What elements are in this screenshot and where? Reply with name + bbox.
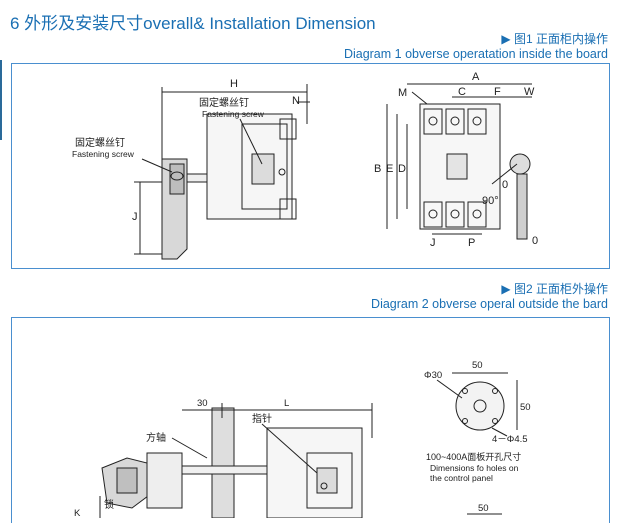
dim-D-label: D	[398, 163, 406, 175]
dim-M-label: M	[398, 87, 407, 99]
diagram2-caption-en: Diagram 2 obverse operal outside the bar…	[371, 297, 608, 311]
lock-label: 锁	[104, 498, 114, 511]
diagram2-caption-cn: ▶ 图2 正面柜外操作	[501, 282, 608, 296]
hole-50-side-label: 50	[520, 402, 531, 413]
dim-B-label: B	[374, 163, 381, 175]
shaft-label: 方轴	[146, 431, 166, 444]
dim-50-bottom-label: 50	[478, 503, 489, 514]
diagram1-panel: H N J 固定螺丝钉 Fastening screw 固定螺丝钉 Fasten…	[11, 63, 610, 269]
dim-H-label: H	[230, 78, 238, 90]
pointer-label: 指针	[252, 412, 272, 425]
dim-J-front-label: J	[430, 237, 436, 249]
diagram1-caption-en: Diagram 1 obverse operatation inside the…	[343, 47, 608, 61]
diagram2-drawing: 30 L 指针 方轴 锁 K Φ30 50 50 4－Φ4.5 100~400A…	[74, 360, 531, 519]
section-title: 6 外形及安装尺寸overall& Installation Dimension	[10, 14, 376, 33]
dim-0-right-label: 0	[502, 179, 508, 191]
hole-50-top-label: 50	[472, 360, 483, 371]
hole-4phi-label: 4－Φ4.5	[492, 434, 528, 445]
dim-A-label: A	[472, 71, 480, 83]
dim-L-label: L	[284, 398, 289, 409]
dim-C-label: C	[458, 86, 466, 98]
dim-P-label: P	[468, 237, 475, 249]
dim-J-side-label: J	[132, 211, 138, 223]
dim-N-label: N	[292, 95, 300, 107]
dim-W-label: W	[524, 86, 535, 98]
hole-note-en1: Dimensions fo holes on	[430, 463, 519, 473]
diagram1-drawing: H N J 固定螺丝钉 Fastening screw 固定螺丝钉 Fasten…	[72, 71, 538, 260]
dim-F-label: F	[494, 86, 501, 98]
diagram2-caption: ▶ 图2 正面柜外操作 Diagram 2 obverse operal out…	[371, 280, 608, 311]
diagram2-panel: 30 L 指针 方轴 锁 K Φ30 50 50 4－Φ4.5 100~400A…	[11, 317, 610, 523]
hole-note-cn: 100~400A面板开孔尺寸	[426, 451, 521, 462]
hole-note-en2: the control panel	[430, 473, 493, 483]
fastening-screw-en-left: Fastening screw	[72, 149, 135, 159]
dim-K-label: K	[74, 508, 81, 518]
hole-phi30-label: Φ30	[424, 370, 442, 381]
page-edge-mark	[0, 60, 6, 140]
fastening-screw-en-top: Fastening screw	[202, 109, 265, 119]
dim-30-label: 30	[197, 398, 208, 409]
fastening-screw-cn-left: 固定螺丝钉	[75, 136, 125, 149]
dim-0-bottom-label: 0	[532, 235, 538, 247]
diagram1-caption: ▶ 图1 正面柜内操作 Diagram 1 obverse operatatio…	[344, 30, 608, 61]
diagram1-caption-cn: ▶ 图1 正面柜内操作	[501, 32, 608, 46]
dim-E-label: E	[386, 163, 393, 175]
dim-90-label: 90°	[482, 195, 499, 207]
fastening-screw-cn-top: 固定螺丝钉	[199, 96, 249, 109]
